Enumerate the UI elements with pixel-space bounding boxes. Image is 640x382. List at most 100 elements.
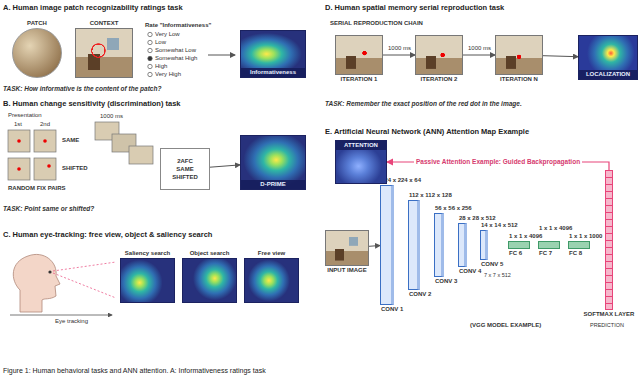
panel-title: C. Human eye-tracking: free view, object… (3, 230, 212, 239)
radio-button (148, 40, 152, 44)
node-label: INPUT IMAGE (327, 267, 366, 274)
node-label: 28 x 28 x 512 (459, 215, 496, 222)
rating-option: Somewhat Low (155, 47, 196, 54)
node-label: CONV 1 (381, 306, 403, 313)
dimension-label: 7 x 7 x 512 (484, 272, 511, 279)
timing-label: 1000 ms (388, 45, 411, 52)
thumbnail (8, 130, 30, 152)
node-label: Object search (190, 250, 230, 257)
head-figure (10, 254, 116, 315)
node-label: ITERATION 2 (421, 76, 458, 83)
node-label: LOCALIZATION (579, 70, 637, 79)
conv-layer: CONV 356 x 56 x 256 (434, 213, 444, 277)
node-label: 112 x 112 x 128 (409, 192, 452, 199)
radio-button (148, 72, 152, 76)
thumbnail (34, 130, 56, 152)
red-dot (43, 139, 47, 143)
node-label: PATCH (27, 20, 47, 27)
row-label: SHIFTED (62, 165, 88, 172)
radio-button (148, 64, 152, 68)
red-dot (17, 139, 21, 143)
flow-arrow (383, 55, 415, 56)
localization-map: LOCALIZATION (578, 35, 638, 80)
note-text: RANDOM FIX PAIRS (8, 185, 66, 192)
saliency-map: Saliency search (120, 258, 175, 303)
radio-button (148, 32, 152, 36)
panel-title: E. Artificial Neural Network (ANN) Atten… (325, 127, 529, 136)
panel-title: D. Human spatial memory serial reproduct… (325, 3, 504, 12)
conv-layer: CONV 514 x 14 x 512 (480, 230, 488, 260)
rating-option: Very Low (155, 31, 180, 38)
rating-option: Somewhat High (155, 55, 197, 62)
iteration-frame: ITERATION 1 (335, 35, 383, 75)
node-label: CONTEXT (90, 20, 119, 27)
gaze-line (53, 262, 116, 271)
axis-label: Eye tracking (55, 318, 88, 325)
node-label: 1 x 1 x 1000 (569, 233, 602, 240)
node-label: Informativeness (241, 68, 305, 77)
node-label: CONV 5 (481, 261, 503, 268)
attention-map: ATTENTION (335, 140, 387, 184)
node-label: 2AFC (177, 157, 193, 165)
node-label: 1 x 1 x 4096 (509, 233, 542, 240)
node-label: Free view (258, 250, 285, 257)
conv-layer: CONV 1224 x 224 x 64 (380, 185, 394, 305)
figure-caption: Figure 1: Human behavioral tasks and ANN… (3, 366, 266, 375)
note-text: Presentation (8, 112, 42, 119)
flow-arrow (463, 55, 495, 56)
node-label: 224 x 224 x 64 (381, 177, 421, 184)
node-label: SOFTMAX LAYER (584, 311, 635, 318)
flow-arrow (369, 245, 380, 247)
red-dot (47, 164, 51, 168)
node-label: SHIFTED (172, 173, 198, 181)
context-image: CONTEXT (75, 28, 133, 78)
model-note: (VGG MODEL EXAMPLE) (470, 322, 541, 329)
node-label: Saliency search (125, 250, 170, 257)
task-text: TASK: Point same or shifted? (3, 205, 94, 213)
time-axis (10, 315, 112, 316)
red-dot (17, 167, 21, 171)
node-label: ITERATION N (500, 76, 538, 83)
node-label: D-PRIME (241, 180, 305, 189)
conv-layer: CONV 2112 x 112 x 128 (408, 200, 420, 290)
iteration-frame: ITERATION 2 (415, 35, 463, 75)
gaze-line (53, 273, 116, 298)
panel-title: B. Human change sensitivity (discriminat… (3, 99, 181, 108)
informativeness-map: Informativeness (240, 30, 306, 78)
panel-title: A. Human image patch recognizability rat… (3, 3, 183, 12)
rating-radios (148, 32, 152, 76)
patch-circle: PATCH (12, 28, 62, 78)
node-label: FC 8 (569, 250, 582, 257)
edge-label: Passive Attention Example: Guided Backpr… (414, 158, 582, 166)
node-label: ATTENTION (336, 141, 386, 150)
row-label: SAME (62, 137, 79, 144)
node-label: 56 x 56 x 256 (435, 205, 472, 212)
node-label: FC 6 (509, 250, 522, 257)
fc-layer: FC 71 x 1 x 4096 (538, 241, 560, 249)
fc-layer: FC 81 x 1 x 1000 (568, 241, 590, 249)
fc-layer: FC 61 x 1 x 4096 (508, 241, 530, 249)
node-label: SAME (176, 165, 193, 173)
radio-button (148, 56, 152, 60)
softmax-bar: SOFTMAX LAYER (605, 170, 613, 310)
freeview-map: Free view (244, 258, 299, 303)
chain-title: SERIAL REPRODUCTION CHAIN (330, 20, 423, 27)
eye (48, 270, 51, 273)
thumbnail (34, 158, 56, 180)
column-label: 2nd (40, 121, 50, 128)
task-text: TASK: How informative is the content of … (3, 85, 161, 93)
rating-option: High (155, 63, 167, 70)
question-text: Rate "Informativeness" (145, 22, 211, 29)
node-label: 1 x 1 x 4096 (539, 225, 572, 232)
node-label: CONV 2 (409, 291, 431, 298)
node-label: FC 7 (539, 250, 552, 257)
iteration-frame: ITERATION N (495, 35, 543, 75)
output-label: PREDICTION (590, 322, 624, 329)
node-label: ITERATION 1 (341, 76, 378, 83)
flow-arrow (208, 55, 235, 56)
flow-arrow (210, 165, 240, 167)
column-label: 1st (14, 121, 22, 128)
timing-label: 1000 ms (468, 45, 491, 52)
node-label: CONV 4 (459, 268, 481, 275)
